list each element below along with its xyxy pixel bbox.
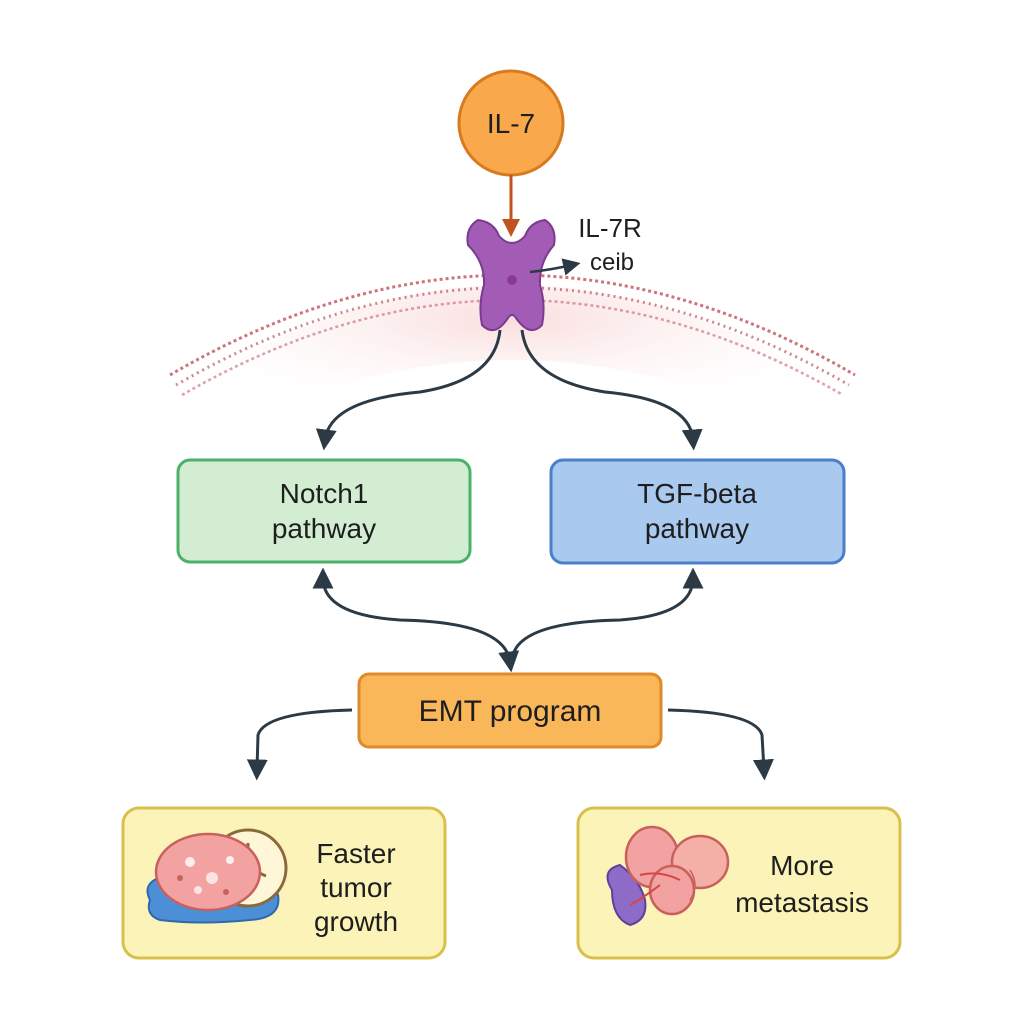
faster-tumor-growth-box: Faster tumor growth [121, 806, 447, 960]
il7-ligand: IL-7 [457, 69, 565, 177]
il7-receptor [466, 218, 556, 332]
arrow-emt-to-growth [246, 708, 353, 781]
receptor-label-group: IL-7R ceib [529, 213, 642, 276]
emt-program-box: EMT program [357, 672, 663, 749]
tgf-beta-pathway-box: TGF-beta pathway [549, 458, 846, 565]
arrow-tgf-emt [510, 567, 704, 661]
more-metastasis-box: More metastasis [576, 806, 902, 960]
organ-spread-illustration [606, 825, 730, 927]
emt-label: EMT program [419, 695, 602, 728]
metastasis-label-line2: metastasis [735, 887, 869, 918]
metastasis-label-line1: More [770, 850, 834, 881]
growth-label-line2: tumor [320, 872, 392, 903]
growth-label-line1: Faster [316, 838, 395, 869]
tumor-clock-illustration [146, 828, 288, 924]
notch1-label-line1: Notch1 [280, 478, 369, 509]
growth-label-line3: growth [314, 906, 398, 937]
arrow-receptor-to-tgf [520, 329, 703, 451]
tgf-beta-label-line1: TGF-beta [637, 478, 757, 509]
notch1-label-line2: pathway [272, 513, 376, 544]
notch1-pathway-box: Notch1 pathway [176, 458, 472, 564]
arrow-receptor-to-notch [315, 329, 502, 451]
receptor-pointer-arrow [529, 258, 581, 276]
receptor-sublabel: ceib [590, 249, 634, 276]
arrow-emt-to-metastasis [667, 708, 774, 781]
tgf-beta-label-line2: pathway [645, 513, 749, 544]
arrow-notch-emt [312, 567, 520, 673]
il7-label: IL-7 [487, 108, 535, 139]
il7r-label: IL-7R [578, 213, 642, 243]
